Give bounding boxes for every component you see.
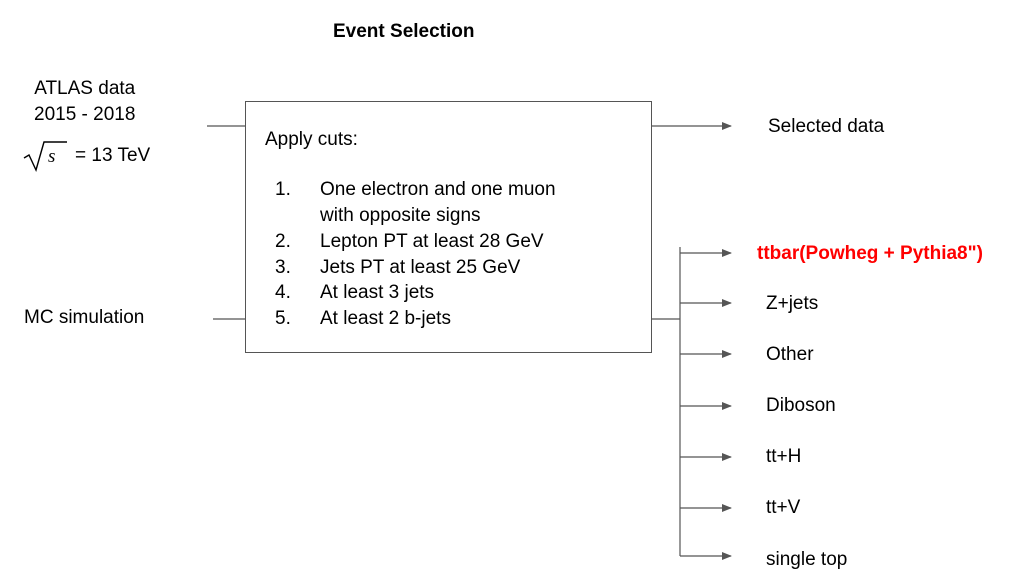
output-mc-sample-ttbar: ttbar(Powheg + Pythia8") — [757, 243, 983, 264]
input-data-line: ATLAS data — [34, 78, 136, 99]
sqrt-s-symbol: s — [22, 136, 72, 176]
cut-text: Lepton PT at least 28 GeV — [320, 231, 544, 252]
cut-text: Jets PT at least 25 GeV — [320, 257, 521, 278]
diagram-title: Event Selection — [333, 21, 475, 42]
output-mc-sample: single top — [766, 549, 848, 570]
output-selected-data: Selected data — [768, 116, 885, 137]
output-mc-sample: Diboson — [766, 395, 836, 416]
cut-text: with opposite signs — [320, 205, 481, 226]
cut-number: 5. — [275, 308, 291, 329]
cuts-heading: Apply cuts: — [265, 129, 358, 150]
input-atlas-data: ATLAS data 2015 - 2018 — [34, 76, 135, 128]
sqrt-radical-icon: s — [23, 141, 67, 172]
cut-text: At least 2 b-jets — [320, 308, 451, 329]
cut-number: 4. — [275, 282, 291, 303]
input-data-line: 2015 - 2018 — [34, 104, 136, 125]
cut-number: 2. — [275, 231, 291, 252]
output-mc-sample: Z+jets — [766, 293, 819, 314]
cut-number: 1. — [275, 179, 291, 200]
input-mc-simulation: MC simulation — [24, 307, 145, 328]
output-mc-sample: tt+H — [766, 446, 802, 467]
energy-label: = 13 TeV — [75, 145, 151, 166]
sqrt-variable: s — [48, 146, 55, 167]
output-mc-sample: tt+V — [766, 497, 801, 518]
cuts-box: Apply cuts: 1. One electron and one muon… — [245, 101, 652, 353]
cut-text: At least 3 jets — [320, 282, 435, 303]
cut-number: 3. — [275, 257, 291, 278]
output-mc-sample: Other — [766, 344, 814, 365]
cut-text: One electron and one muon — [320, 179, 556, 200]
